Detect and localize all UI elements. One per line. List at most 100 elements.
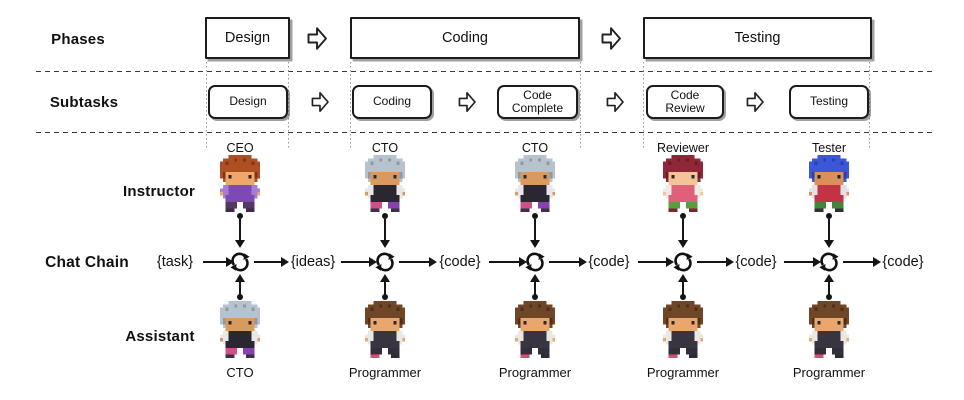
connector-line <box>828 281 830 296</box>
dotted-guide-line <box>206 62 207 148</box>
chain-arrow <box>784 257 821 267</box>
dashed-divider <box>36 132 933 133</box>
chain-text-code: {code} <box>882 254 924 270</box>
chain-arrow <box>697 257 734 267</box>
chain-arrow <box>489 257 527 267</box>
cycle-loop-icon <box>818 251 840 273</box>
hollow-right-arrow-icon <box>457 90 477 114</box>
arrowhead-up-icon <box>530 274 540 282</box>
chain-arrow <box>341 257 377 267</box>
instructor-name-label: CTO <box>521 141 549 155</box>
arrowhead-down-icon <box>530 240 540 248</box>
chain-arrow <box>399 257 437 267</box>
arrowhead-up-icon <box>824 274 834 282</box>
instructor-row-label: Instructor <box>122 183 195 200</box>
subtask-label: Code Review <box>665 87 705 115</box>
phase-box-design: Design <box>205 17 290 59</box>
phase-box-coding: Coding <box>350 17 580 59</box>
assistant-character-sprite <box>362 301 408 359</box>
assistant-row-label: Assistant <box>125 328 195 345</box>
instructor-character-sprite <box>512 155 558 213</box>
assistant-character-sprite <box>217 301 263 359</box>
subtask-label: Code Complete <box>511 87 564 115</box>
chat-chain-row-label: Chat Chain <box>45 254 129 271</box>
subtask-box-design: Design <box>208 85 288 119</box>
phase-label: Coding <box>442 30 488 46</box>
chain-arrow <box>638 257 674 267</box>
hollow-right-arrow-icon <box>306 25 328 52</box>
assistant-character-sprite <box>512 301 558 359</box>
connector-line <box>828 219 830 241</box>
phase-label: Testing <box>734 30 781 46</box>
dotted-guide-line <box>580 62 581 148</box>
dashed-divider <box>36 71 933 72</box>
dot-endpoint <box>826 213 832 219</box>
connector-line <box>682 219 684 241</box>
chain-arrow <box>843 257 881 267</box>
assistant-name-label: Programmer <box>498 365 572 380</box>
arrowhead-down-icon <box>235 240 245 248</box>
cycle-loop-icon <box>672 251 694 273</box>
hollow-right-arrow-icon <box>310 90 330 114</box>
dotted-guide-line <box>288 62 289 148</box>
instructor-character-sprite <box>217 155 263 213</box>
hollow-right-arrow-icon <box>605 90 625 114</box>
chain-text-code: {code} <box>588 254 630 270</box>
chain-arrow <box>254 257 289 267</box>
arrowhead-down-icon <box>678 240 688 248</box>
chain-text-code: {code} <box>735 254 777 270</box>
hollow-right-arrow-icon <box>600 25 622 52</box>
subtask-box-coding: Coding <box>352 85 432 119</box>
chain-text-task: {task} <box>156 254 194 270</box>
instructor-character-sprite <box>362 155 408 213</box>
chain-arrow <box>203 257 234 267</box>
connector-line <box>682 281 684 296</box>
connector-line <box>534 281 536 296</box>
subtask-label: Design <box>229 94 267 109</box>
instructor-name-label: Reviewer <box>656 141 710 155</box>
assistant-character-sprite <box>806 301 852 359</box>
dot-endpoint <box>382 213 388 219</box>
subtask-label: Testing <box>809 94 849 109</box>
dot-endpoint <box>237 294 243 300</box>
arrowhead-down-icon <box>380 240 390 248</box>
subtask-box-code-review: Code Review <box>646 85 724 119</box>
subtask-box-testing: Testing <box>789 85 869 119</box>
connector-line <box>239 281 241 296</box>
dot-endpoint <box>680 294 686 300</box>
assistant-name-label: Programmer <box>348 365 422 380</box>
dot-endpoint <box>680 213 686 219</box>
instructor-name-label: Tester <box>811 141 847 155</box>
subtask-label: Coding <box>372 94 412 109</box>
connector-line <box>534 219 536 241</box>
dot-endpoint <box>826 294 832 300</box>
subtask-box-code-complete: Code Complete <box>497 85 578 119</box>
dot-endpoint <box>532 213 538 219</box>
cycle-loop-icon <box>229 251 251 273</box>
dotted-guide-line <box>643 62 644 148</box>
dotted-guide-line <box>869 62 870 148</box>
phases-row-label: Phases <box>51 31 105 48</box>
phase-box-testing: Testing <box>643 17 872 59</box>
dotted-guide-line <box>350 62 351 148</box>
instructor-name-label: CEO <box>226 141 254 155</box>
connector-line <box>384 219 386 241</box>
instructor-character-sprite <box>660 155 706 213</box>
dot-endpoint <box>237 213 243 219</box>
connector-line <box>239 219 241 241</box>
cycle-loop-icon <box>374 251 396 273</box>
instructor-character-sprite <box>806 155 852 213</box>
dot-endpoint <box>382 294 388 300</box>
instructor-name-label: CTO <box>371 141 399 155</box>
assistant-name-label: Programmer <box>792 365 866 380</box>
cycle-loop-icon <box>524 251 546 273</box>
arrowhead-down-icon <box>824 240 834 248</box>
arrowhead-up-icon <box>380 274 390 282</box>
chain-text-ideas: {ideas} <box>290 254 336 270</box>
phase-label: Design <box>224 30 271 46</box>
chain-text-code: {code} <box>439 254 481 270</box>
assistant-name-label: Programmer <box>646 365 720 380</box>
hollow-right-arrow-icon <box>745 90 765 114</box>
dot-endpoint <box>532 294 538 300</box>
